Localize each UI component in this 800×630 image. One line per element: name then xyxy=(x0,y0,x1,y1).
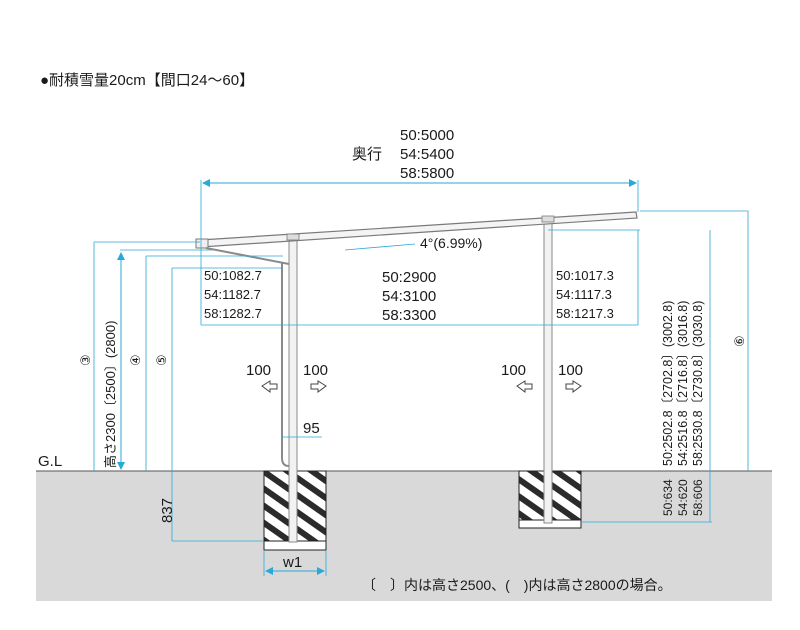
angle-indicator xyxy=(344,243,416,251)
marker-3: ③ xyxy=(78,354,93,366)
right-post xyxy=(543,218,553,524)
embed-right-54: 54:620 xyxy=(676,479,690,516)
depth-value-58: 58:5800 xyxy=(400,165,454,182)
embed-right-58: 58:606 xyxy=(691,479,705,516)
embed-left-value: 837 xyxy=(159,498,176,523)
right-height-54: 54:2516.8〔2716.8〕(3016.8) xyxy=(676,301,690,466)
span-center-54: 54:3100 xyxy=(382,288,436,305)
arrow-right-icon xyxy=(565,380,582,393)
left-post xyxy=(288,235,298,543)
depth-value-54: 54:5400 xyxy=(400,146,454,163)
offset-left-b: 100 xyxy=(303,362,328,379)
span-left-50: 50:1082.7 xyxy=(204,268,262,283)
span-left-54: 54:1182.7 xyxy=(204,287,261,302)
ground-level-label: G.L xyxy=(38,453,62,470)
left-post-arrows xyxy=(261,380,582,393)
footnote: 〔 〕内は高さ2500、( )内は高さ2800の場合。 xyxy=(362,577,672,593)
right-post-cap xyxy=(541,215,555,223)
left-post-cap xyxy=(286,233,300,241)
height-label: 高さ2300〔2500〕(2800) xyxy=(103,321,118,468)
offset-left-a: 100 xyxy=(246,362,271,379)
embed-right-50: 50:634 xyxy=(661,479,675,516)
offset-right-b: 100 xyxy=(558,362,583,379)
span-left-58: 58:1282.7 xyxy=(204,306,262,321)
arrow-left-icon xyxy=(261,380,278,393)
footing-width-label: w1 xyxy=(282,554,302,571)
offset-right-a: 100 xyxy=(501,362,526,379)
ground xyxy=(36,471,772,601)
span-right-50: 50:1017.3 xyxy=(556,268,614,283)
marker-4: ④ xyxy=(128,354,143,366)
right-height-58: 58:2530.8〔2730.8〕(3030.8) xyxy=(691,301,705,466)
right-height-50: 50:2502.8〔2702.8〕(3002.8) xyxy=(661,301,675,466)
roof-angle: 4°(6.99%) xyxy=(420,235,482,251)
roof-beam xyxy=(199,211,638,248)
gutter xyxy=(195,238,209,249)
arrow-right-icon xyxy=(310,380,327,393)
diagram-title: ●耐積雪量20cm【間口24～60】 xyxy=(40,72,254,89)
span-center-58: 58:3300 xyxy=(382,307,436,324)
arrow-left-icon xyxy=(516,380,533,393)
depth-value-50: 50:5000 xyxy=(400,127,454,144)
gutter-dimension: 95 xyxy=(303,420,320,437)
marker-5: ⑤ xyxy=(154,354,169,366)
span-right-58: 58:1217.3 xyxy=(556,306,614,321)
depth-label: 奥行 xyxy=(352,146,382,163)
span-center-50: 50:2900 xyxy=(382,269,436,286)
span-right-54: 54:1117.3 xyxy=(556,287,612,302)
marker-6: ⑥ xyxy=(732,335,747,347)
downspout xyxy=(281,262,290,467)
